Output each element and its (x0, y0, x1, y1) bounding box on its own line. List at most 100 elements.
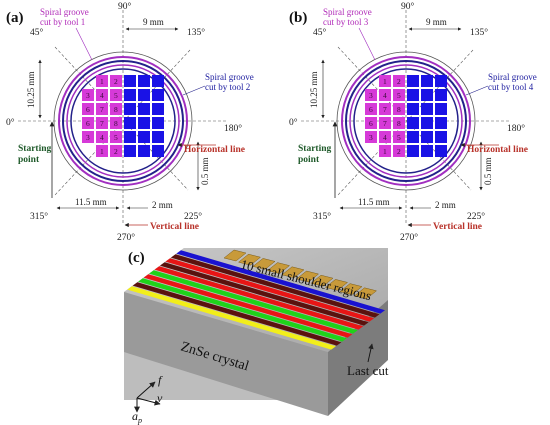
cell-blue (435, 117, 447, 129)
cell-number: 3 (369, 133, 373, 142)
cell-blue (421, 103, 433, 115)
cell-blue (138, 145, 150, 157)
groove-stripe (165, 258, 375, 322)
angle-225-b: 225° (467, 211, 485, 222)
cell-blue (138, 131, 150, 143)
cell-blue (435, 89, 447, 101)
cell-number: 7 (100, 119, 104, 128)
cell-magenta (82, 103, 94, 115)
groove-stripe (143, 274, 353, 338)
cell-blue (407, 145, 419, 157)
angle-45: 45° (30, 27, 44, 38)
cell-blue (152, 75, 164, 87)
dim-10-25mm-b: 10.25 mm (309, 71, 319, 108)
cell-magenta (365, 89, 377, 101)
panel-c-letter: (c) (128, 250, 145, 266)
cell-number: 6 (86, 119, 90, 128)
cell-blue (435, 75, 447, 87)
vertical-line-label: Vertical line (150, 222, 199, 232)
shoulder-region (252, 258, 276, 270)
cell-number: 5 (114, 91, 118, 100)
cell-magenta (379, 131, 391, 143)
cell-magenta (110, 117, 122, 129)
cell-magenta (96, 103, 108, 115)
angle-135: 135° (187, 27, 205, 38)
navy-ring-outer (62, 60, 184, 182)
cell-blue (152, 103, 164, 115)
crystal-front-face (124, 292, 328, 416)
starting-point-line2-b: point (298, 155, 320, 165)
cell-number: 2 (114, 147, 118, 156)
cell-number: 8 (397, 119, 401, 128)
cell-blue (407, 75, 419, 87)
angle-180: 180° (224, 123, 242, 134)
axis-f-label: f (158, 373, 163, 387)
shoulder-regions (223, 249, 378, 300)
groove-stripe (170, 254, 380, 318)
vertical-line-label-b: Vertical line (433, 222, 482, 232)
dim-0-5mm-b: 0.5 mm (483, 157, 493, 185)
cell-blue (124, 89, 136, 101)
angle-90: 90° (118, 1, 132, 12)
groove-label-tool2-line2: cut by tool 2 (205, 82, 250, 92)
cell-magenta (365, 131, 377, 143)
groove-label-tool2-line1: Spiral groove (205, 72, 254, 82)
cell-blue (407, 117, 419, 129)
cell-number: 5 (397, 91, 401, 100)
shoulder-region (310, 274, 334, 287)
groove-stripe (132, 282, 342, 346)
groove-stripe (149, 270, 358, 334)
purple-ring (58, 56, 188, 186)
cell-number: 2 (397, 147, 401, 156)
cell-magenta (365, 117, 377, 129)
cell-number: 1 (100, 147, 104, 156)
starting-point-line1-b: Starting (298, 144, 332, 154)
angle-90-b: 90° (401, 1, 415, 12)
axis-ap-label: ap (132, 409, 142, 425)
cell-number: 7 (383, 119, 387, 128)
cell-magenta (82, 89, 94, 101)
cell-number: 1 (383, 147, 387, 156)
shoulder-region (223, 249, 247, 262)
cell-number: 7 (383, 105, 387, 114)
cell-magenta (110, 103, 122, 115)
cell-number: 4 (100, 91, 104, 100)
horizontal-line-label: Horizontal line (184, 145, 245, 155)
angle-270: 270° (117, 232, 135, 243)
panel-c: (c) 10 small shoulder regions ZnSe cryst… (124, 248, 389, 425)
angle-0-b: 0° (289, 117, 298, 128)
dim-11-5mm: 11.5 mm (75, 197, 107, 207)
shoulder-region (237, 253, 262, 266)
panel-a-guides (18, 10, 228, 225)
cell-magenta (96, 89, 108, 101)
cell-number: 6 (86, 105, 90, 114)
angle-45-b: 45° (313, 27, 327, 38)
cell-magenta (110, 89, 122, 101)
groove-label-tool4-line2: cut by tool 4 (488, 82, 534, 92)
groove-stripe (138, 278, 347, 342)
cell-blue (152, 89, 164, 101)
cell-blue (435, 131, 447, 143)
panel-b-guides (301, 10, 511, 225)
cell-magenta (379, 117, 391, 129)
cell-magenta (96, 75, 108, 87)
axis-v-label: v (157, 391, 163, 405)
angle-315-b: 315° (313, 211, 331, 222)
cell-number: 1 (100, 77, 104, 86)
cell-magenta (365, 103, 377, 115)
cell-blue (124, 145, 136, 157)
cell-number: 4 (383, 91, 387, 100)
cell-number: 5 (114, 133, 118, 142)
cell-magenta (110, 131, 122, 143)
groove-stripe (176, 250, 385, 314)
cell-blue (124, 75, 136, 87)
cell-blue (421, 117, 433, 129)
cell-number: 6 (369, 105, 373, 114)
cell-magenta (379, 89, 391, 101)
cell-magenta (82, 131, 94, 143)
cell-magenta (379, 145, 391, 157)
groove-stripe (160, 262, 369, 326)
purple-ring-b (341, 56, 471, 186)
